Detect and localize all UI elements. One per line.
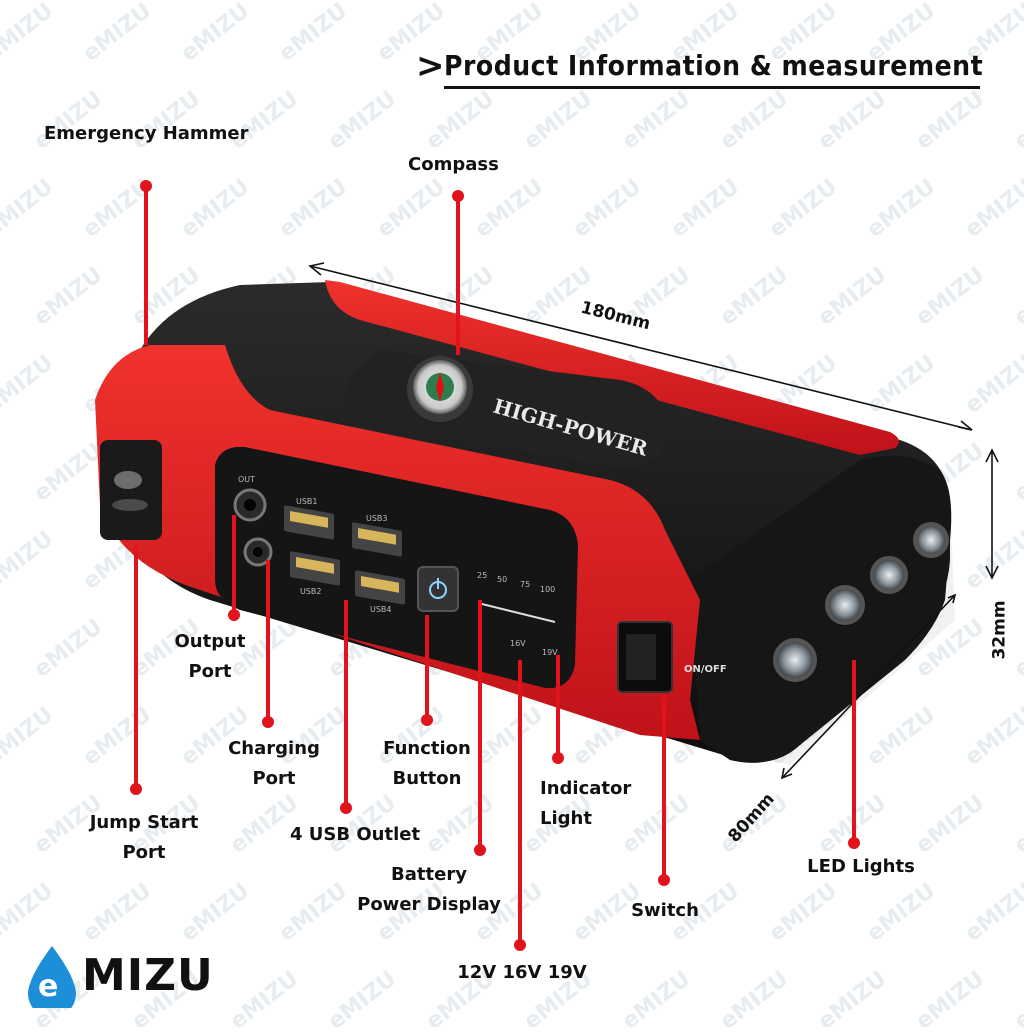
charging-port-line2: Port xyxy=(252,768,296,789)
charging-port-label: Charging Port xyxy=(224,734,324,794)
led-lights-label: LED Lights xyxy=(807,856,915,877)
volt-16-print: 16V xyxy=(510,639,526,648)
page-header: > Product Information & measurement xyxy=(416,42,986,92)
usb1-label: USB1 xyxy=(296,497,318,506)
body-end-face xyxy=(690,455,952,763)
pct-100: 100 xyxy=(540,585,555,594)
usb4-label: USB4 xyxy=(370,605,392,614)
page-title: Product Information & measurement xyxy=(444,49,984,82)
led-3 xyxy=(870,556,908,594)
output-port-line1: Output xyxy=(174,631,246,652)
led-1 xyxy=(773,638,817,682)
jump-start-line2: Port xyxy=(122,842,166,863)
compass-label: Compass xyxy=(408,154,499,175)
on-off-label: ON/OFF xyxy=(684,664,727,675)
function-button-line2: Button xyxy=(392,768,462,789)
battery-line1: Battery xyxy=(391,864,467,885)
pct-75: 75 xyxy=(520,580,530,589)
battery-indicator: 25 50 75 100 16V 19V xyxy=(477,571,558,657)
charging-port xyxy=(243,537,273,567)
led-2 xyxy=(825,585,865,625)
charging-port-line1: Charging xyxy=(228,738,320,759)
output-port xyxy=(233,488,267,522)
out-label: OUT xyxy=(238,475,255,484)
indicator-line2: Light xyxy=(540,808,592,829)
voltages-label: 12V 16V 19V xyxy=(457,962,587,983)
usb-ports xyxy=(284,505,405,605)
switch-icon xyxy=(617,621,673,693)
control-panel xyxy=(215,446,578,689)
compass-icon xyxy=(407,356,473,422)
droplet-logo-icon: e xyxy=(28,946,76,1008)
switch-label: Switch xyxy=(631,900,699,921)
volt-19-print: 19V xyxy=(542,648,558,657)
usb2-label: USB2 xyxy=(300,587,322,596)
output-port-label: Output Port xyxy=(170,627,250,687)
output-port-line2: Port xyxy=(188,661,232,682)
chevron-right-icon: > xyxy=(416,46,445,86)
led-lights xyxy=(773,522,949,682)
length-arrow xyxy=(309,265,973,431)
dimension-arrows xyxy=(308,262,999,780)
jump-start-line1: Jump Start xyxy=(89,812,199,833)
leader-lines xyxy=(130,180,860,951)
brand-name: MIZU xyxy=(82,950,214,1001)
usb-labels: USB1 USB2 USB3 USB4 xyxy=(296,497,392,614)
power-button-icon xyxy=(417,566,459,612)
jump-start-port-label: Jump Start Port xyxy=(84,808,204,868)
pct-50: 50 xyxy=(497,575,507,584)
height-label: 32mm xyxy=(989,600,1010,660)
power-bank-body: HIGH-POWER OUT xyxy=(95,280,955,765)
battery-display-label: Battery Power Display xyxy=(356,860,502,920)
function-button-line1: Function xyxy=(383,738,471,759)
led-4 xyxy=(913,522,949,558)
indicator-light-label: Indicator Light xyxy=(540,774,631,834)
usb-outlet-label: 4 USB Outlet xyxy=(290,824,421,845)
brand-letter: e xyxy=(38,969,58,1004)
indicator-line1: Indicator xyxy=(540,778,632,799)
emergency-hammer-label: Emergency Hammer xyxy=(44,123,249,144)
title-underline xyxy=(444,86,980,89)
pct-25: 25 xyxy=(477,571,487,580)
top-red-band xyxy=(325,280,899,455)
battery-line2: Power Display xyxy=(357,894,501,915)
width-arrow xyxy=(781,594,956,779)
jump-start-port-icon xyxy=(100,440,162,540)
brand-logo: e MIZU xyxy=(24,944,214,1008)
usb3-label: USB3 xyxy=(366,514,388,523)
function-button-label: Function Button xyxy=(378,734,476,794)
